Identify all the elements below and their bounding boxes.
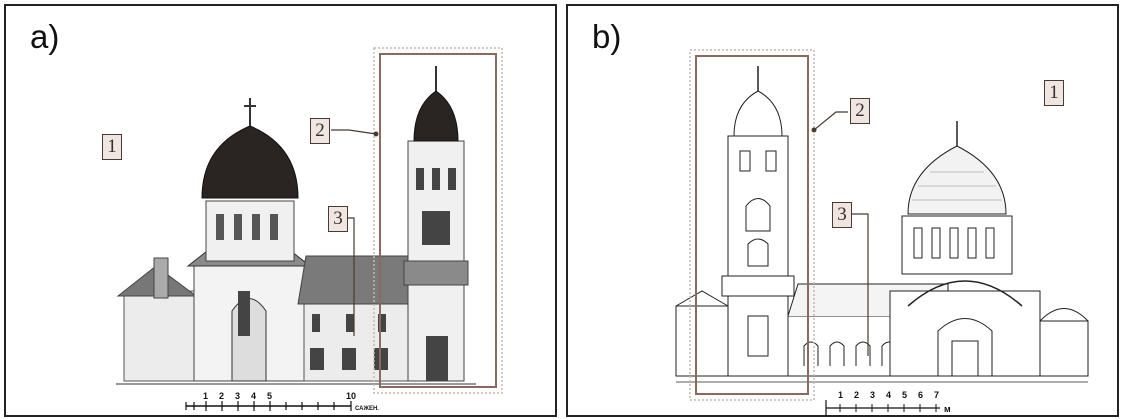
scale-b-tick-1: 1 [838, 390, 843, 400]
scale-b-tick-5: 5 [902, 390, 907, 400]
label-3-b: 3 [832, 202, 852, 228]
scale-a-tick-10: 10 [346, 391, 356, 401]
scale-b-tick-4: 4 [886, 390, 891, 400]
scale-b-tick-7: 7 [934, 390, 939, 400]
label-1-a: 1 [102, 134, 122, 160]
church-drawing-b: 1 2 3 4 5 6 7 м [675, 49, 1089, 416]
scale-a-unit: САЖЕН. [355, 406, 379, 412]
scale-a-tick-3: 3 [235, 391, 240, 401]
scale-b-unit: м [944, 404, 951, 414]
panel-b-letter: b) [592, 18, 622, 55]
scale-b-tick-2: 2 [854, 390, 859, 400]
scale-a-tick-2: 2 [219, 391, 224, 401]
scale-a-tick-5: 5 [267, 391, 272, 401]
scale-b-tick-3: 3 [870, 390, 875, 400]
panel-a: a) [4, 4, 557, 417]
label-3-a: 3 [328, 206, 348, 232]
label-1-b: 1 [1044, 80, 1064, 106]
panel-b: b) [566, 4, 1119, 417]
scale-a-tick-1: 1 [203, 391, 208, 401]
scale-b-tick-6: 6 [918, 390, 923, 400]
panel-a-letter: a) [30, 18, 60, 55]
label-2-a: 2 [310, 118, 330, 144]
church-drawing-a: 1 2 3 4 5 10 САЖЕН. [116, 47, 503, 412]
scale-a-tick-4: 4 [251, 391, 256, 401]
label-2-b: 2 [850, 98, 870, 124]
